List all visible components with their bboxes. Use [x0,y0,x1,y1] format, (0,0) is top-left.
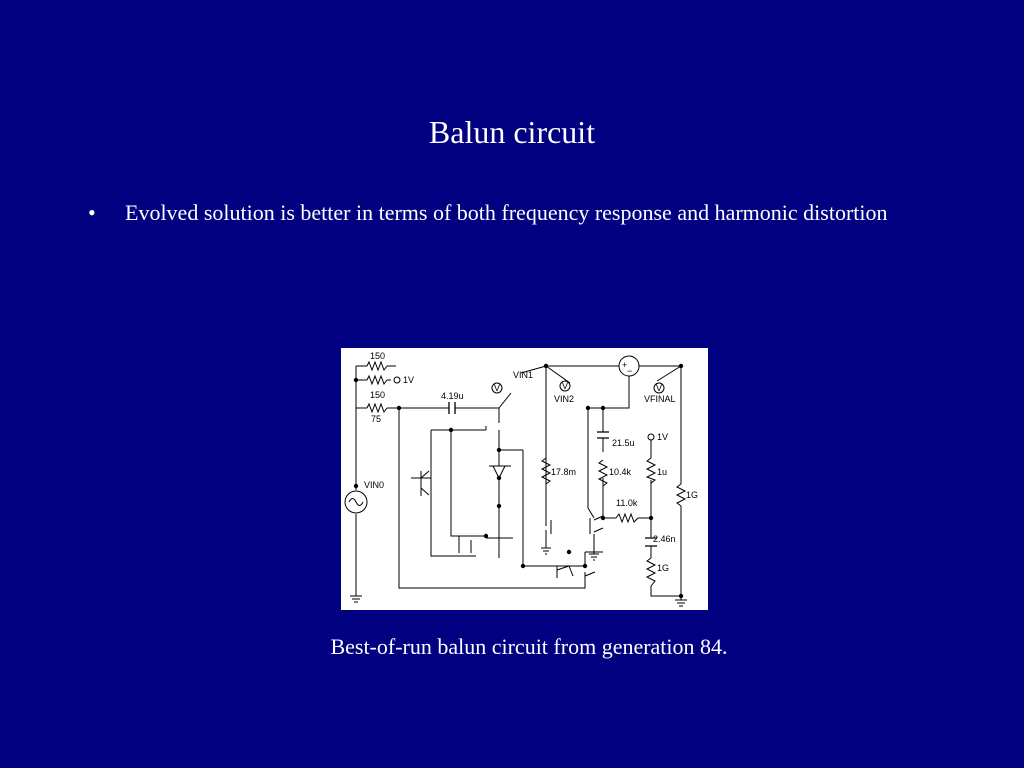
junction-dots [353,363,684,599]
probe-vin2-symbol: V [562,381,568,391]
label-1v-right: 1V [657,432,668,442]
bullet-marker: • [88,200,96,225]
label-vin2: VIN2 [554,394,574,404]
label-vfinal: VFINAL [644,394,676,404]
terminal-1v-right [647,433,655,441]
capacitor-symbols [448,402,657,547]
label-r1g-bottom: 1G [657,563,669,573]
bullet-item: • Evolved solution is better in terms of… [88,198,928,228]
circuit-figure: 150 1V 150 75 4.19u VIN1 VIN2 VFINAL VIN… [341,348,708,610]
label-r1g-right: 1G [686,490,698,500]
vin0-source-icon [344,490,368,514]
capacitor-2-46n [645,537,657,547]
label-r17-8m: 17.8m [551,467,576,477]
label-cap-21-5u: 21.5u [612,438,635,448]
label-r150-mid: 150 [370,390,385,400]
label-1v-top: 1V [403,375,414,385]
balun-schematic: 150 1V 150 75 4.19u VIN1 VIN2 VFINAL VIN… [344,351,698,607]
resistor-150-mid [366,374,388,386]
figure-caption: Best-of-run balun circuit from generatio… [330,634,728,659]
comparator-icon [618,355,640,377]
resistor-symbols [366,360,687,587]
label-r10-4k: 10.4k [609,467,632,477]
label-cap-2-46n: 2.46n [653,534,676,544]
comparator-minus: − [627,366,632,376]
probe-vin1-icon [491,382,503,394]
probe-vfinal-symbol: V [656,383,662,393]
inductor-1u [645,457,657,484]
capacitor-4-19u [448,402,456,414]
resistor-17-8m [540,457,552,485]
resistor-150-top [366,360,388,372]
label-vin0: VIN0 [364,480,384,490]
bullet-text: Evolved solution is better in terms of b… [125,200,888,225]
resistor-10-4k [597,459,609,487]
label-r11-0k: 11.0k [616,498,638,508]
resistor-1g-right [675,483,687,507]
terminals [393,376,655,441]
probe-vin1-symbol: V [494,383,500,393]
comparator-plus: + [622,360,627,370]
label-r75: 75 [371,414,381,424]
resistor-75 [366,402,388,414]
slide-title: Balun circuit [428,114,596,150]
resistor-1g-bottom [645,557,657,587]
probe-vfinal-icon [653,382,665,394]
terminal-1v-top [393,376,401,384]
bullet-list: • Evolved solution is better in terms of… [88,198,928,228]
probe-vin2-icon [559,380,571,392]
label-cap-4-19u: 4.19u [441,391,464,401]
schematic-wires [350,365,687,607]
label-inductor-1u: 1u [657,467,667,477]
label-r150-top: 150 [370,351,385,361]
label-vin1: VIN1 [513,370,533,380]
capacitor-21-5u [597,431,609,439]
resistor-11-0k [615,512,639,524]
